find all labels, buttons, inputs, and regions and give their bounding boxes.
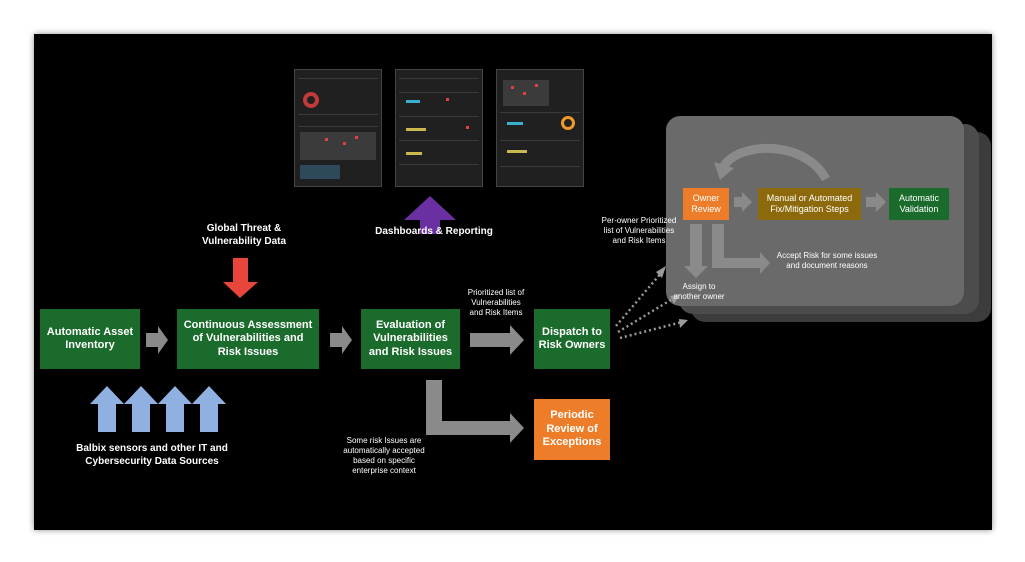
dispatch-box: Dispatch to Risk Owners: [534, 309, 610, 369]
arrow-evaluation-to-dispatch: [470, 325, 524, 355]
arrow-owner-to-fix: [734, 192, 752, 212]
per-owner-label: Per-owner Prioritized list of Vulnerabil…: [601, 216, 677, 245]
dispatch-line-1: [615, 271, 663, 327]
auto-validation-box: Automatic Validation: [889, 188, 949, 220]
dashboard-thumbnail-1: [294, 69, 382, 187]
arrow-owner-to-accept: [712, 224, 770, 274]
global-threat-label: Global Threat & Vulnerability Data: [201, 223, 287, 247]
accept-risk-label: Accept Risk for some issues and document…: [776, 251, 878, 270]
arrow-fix-to-validation: [866, 192, 886, 212]
dispatch-line-1-head: [656, 266, 666, 278]
assessment-box: Continuous Assessment of Vulnerabilities…: [177, 309, 319, 369]
dashboards-label: Dashboards & Reporting: [375, 226, 493, 237]
arrow-evaluation-to-periodic: [426, 380, 524, 443]
auto-accepted-label: Some risk Issues are automatically accep…: [343, 436, 425, 475]
fix-mitigation-box: Manual or Automated Fix/Mitigation Steps: [758, 188, 861, 220]
arrow-owner-to-assign: [684, 224, 708, 278]
dispatch-line-2: [617, 296, 675, 334]
loop-arrow: [720, 144, 830, 182]
purple-up-arrow: [404, 196, 456, 234]
inventory-box: Automatic Asset Inventory: [40, 309, 140, 369]
arrow-assessment-to-evaluation: [330, 326, 352, 354]
owner-review-box: Owner Review: [683, 188, 729, 220]
red-down-arrow: [223, 258, 258, 298]
blue-up-arrow-4: [192, 386, 226, 432]
prioritized-label: Prioritized list of Vulnerabilities and …: [467, 288, 525, 317]
dashboard-thumbnail-3: [496, 69, 584, 187]
blue-up-arrow-3: [158, 386, 192, 432]
evaluation-box: Evaluation of Vulnerabilities and Risk I…: [361, 309, 460, 369]
dashboard-thumbnail-2: [395, 69, 483, 187]
periodic-review-box: Periodic Review of Exceptions: [534, 399, 610, 460]
connector-layer: [90, 144, 886, 443]
dispatch-line-3: [619, 320, 683, 340]
arrow-inventory-to-assessment: [146, 326, 168, 354]
dispatch-line-3-head: [679, 319, 688, 328]
dispatch-line-2-head: [670, 294, 680, 304]
assign-label: Assign to another owner: [673, 282, 725, 301]
loop-arrow-head: [714, 162, 734, 180]
sensors-label: Balbix sensors and other IT and Cybersec…: [76, 443, 228, 467]
diagram-canvas: Automatic Asset Inventory Continuous Ass…: [34, 34, 992, 530]
blue-up-arrow-1: [90, 386, 124, 432]
blue-up-arrow-2: [124, 386, 158, 432]
